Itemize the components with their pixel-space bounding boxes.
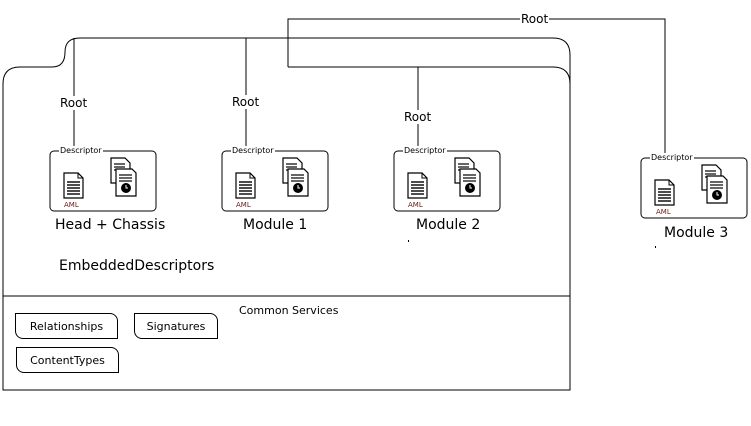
descriptor-box-module1 (221, 150, 329, 212)
root-line-module3 (287, 18, 666, 160)
descriptor-icons-module1 (235, 157, 309, 199)
root-connectors (73, 18, 666, 160)
descriptor-label-module1: Descriptor (231, 146, 275, 155)
descriptor-box-module3 (640, 157, 748, 219)
stacked-documents-seal-icon (110, 157, 137, 197)
aml-document-icon (63, 172, 84, 199)
stacked-documents-seal-icon (454, 157, 481, 197)
descriptor-icons-module3 (654, 164, 728, 206)
stacked-documents-seal-icon (282, 157, 309, 197)
stacked-documents-seal-icon (701, 164, 728, 204)
aml-document-icon (235, 172, 256, 199)
root-arrowheads (70, 146, 669, 161)
common-services-label: Common Services (239, 304, 339, 317)
aml-document-icon (407, 172, 428, 199)
service-relationships: Relationships (15, 313, 118, 339)
descriptor-icons-head (63, 157, 137, 199)
descriptor-box-module2 (393, 150, 501, 212)
root-label-module2: Root (403, 110, 433, 124)
aml-label-head: AML (64, 201, 79, 209)
aml-label-module3: AML (656, 208, 671, 216)
root-label-module1: Root (231, 95, 261, 109)
root-label-module3: Root (520, 12, 550, 26)
root-label-head: Root (59, 96, 89, 110)
descriptor-label-module2: Descriptor (403, 146, 447, 155)
package-tab-shoulder (288, 66, 571, 85)
aml-label-module2: AML (408, 201, 423, 209)
module-title-module1: Module 1 (243, 217, 308, 233)
package-outline (2, 37, 571, 391)
service-contenttypes: ContentTypes (16, 347, 119, 373)
module-title-module2: Module 2 (416, 217, 481, 233)
aml-document-icon (654, 179, 675, 206)
speck-mark (408, 240, 409, 242)
descriptor-icons-module2 (407, 157, 481, 199)
embedded-descriptors-label: EmbeddedDescriptors (59, 258, 215, 274)
descriptor-box-head (49, 150, 157, 212)
speck-mark (655, 246, 656, 248)
module-title-module3: Module 3 (664, 225, 729, 241)
module-title-head: Head + Chassis (55, 217, 166, 233)
descriptor-label-module3: Descriptor (650, 153, 694, 162)
descriptor-label-head: Descriptor (59, 146, 103, 155)
service-signatures: Signatures (134, 313, 218, 339)
aml-label-module1: AML (236, 201, 251, 209)
